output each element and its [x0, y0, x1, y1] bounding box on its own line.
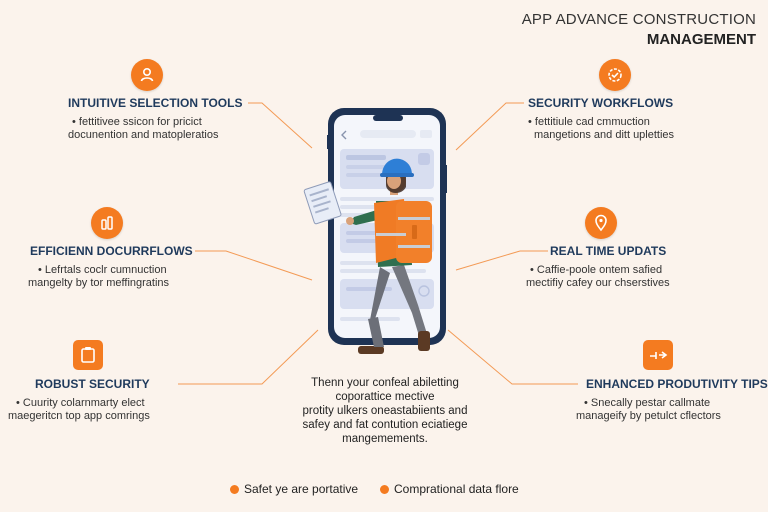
feature-productivity-desc-2: manageify by petulct cflectors [576, 410, 721, 422]
center-text-line3: protity ulkers oneastabiients and [302, 405, 468, 417]
feature-intuitive-title: INTUITIVE SELECTION TOOLS [68, 96, 243, 110]
connector-productivity [447, 329, 578, 385]
feature-productivity-desc-1: • Snecally pestar callmate [584, 397, 711, 409]
center-text-line4: safey and fat contution eciatiege [302, 419, 468, 431]
tools-icon [91, 207, 123, 239]
legend-dot-1 [230, 484, 239, 494]
feature-security-workflows-desc-2: mangetions and ditt upletties [534, 129, 675, 141]
page-header: APP ADVANCE CONSTRUCTION MANAGEMENT [522, 10, 756, 50]
feature-intuitive-desc-1: • fettitivee ssicon for pricict [72, 116, 202, 128]
feature-security-workflows-desc-1: • fettitiule cad cmmuction [528, 116, 650, 128]
gear-shield-icon [599, 59, 631, 91]
center-text-line2: coporattice mective [335, 391, 435, 403]
worker-helmet [382, 158, 412, 175]
center-text-line5: mangemements. [342, 433, 428, 445]
feature-efficient-desc-2: mangelty by tor meffingratins [28, 277, 170, 289]
phone-notch [373, 115, 403, 121]
center-text-line1: Thenn your confeal abiletting [311, 377, 459, 389]
worker-tablet [303, 181, 342, 225]
legend-dot-2 [380, 484, 389, 494]
connector-realtime [455, 250, 548, 271]
feature-robust-desc-1: • Cuurity colarnmarty elect [16, 397, 145, 409]
clipboard-icon [73, 340, 103, 370]
feature-efficient-desc-1: • Lefrtals coclr cumnuction [38, 264, 167, 276]
feature-realtime-desc-1: • Caffie-poole ontem safied [530, 264, 663, 276]
feature-efficient-title: EFFICIENN DOCURRFLOWS [30, 244, 193, 258]
legend-item-1: Safet ye are portative [230, 482, 358, 496]
header-title-line1: APP ADVANCE CONSTRUCTION [521, 11, 756, 28]
header-title-line2: MANAGEMENT [646, 31, 756, 48]
user-icon [131, 59, 163, 91]
connector-security-workflows [455, 102, 524, 151]
connector-efficient [195, 250, 313, 281]
productivity-icon [643, 340, 673, 370]
worker-boot-right [418, 331, 430, 351]
feature-realtime-desc-2: mectifiy cafey our chserstives [526, 277, 670, 289]
back-chevron-icon [341, 130, 347, 140]
feature-intuitive-desc-2: docunention and matopleratios [68, 129, 219, 141]
worker-boot-left [358, 346, 384, 354]
feature-security-workflows-title: SECURITY WORKFLOWS [528, 96, 674, 110]
feature-robust-desc-2: maegeritcn top app comrings [8, 410, 150, 422]
location-pin-icon [585, 207, 617, 239]
phone-worker-illustration [303, 108, 447, 354]
feature-realtime-title: REAL TIME UPDATS [550, 244, 667, 258]
feature-productivity-title: ENHANCED PRODUTIVITY TIPS [586, 377, 768, 391]
legend-label-2: Comprational data flore [394, 482, 519, 496]
feature-robust-title: ROBUST SECURITY [35, 377, 150, 391]
connector-intuitive [248, 102, 313, 149]
legend-label-1: Safet ye are portative [244, 482, 359, 496]
connector-robust [178, 329, 319, 385]
legend-item-2: Comprational data flore [380, 482, 519, 496]
center-description: Thenn your confeal abiletting coporattic… [285, 376, 485, 446]
